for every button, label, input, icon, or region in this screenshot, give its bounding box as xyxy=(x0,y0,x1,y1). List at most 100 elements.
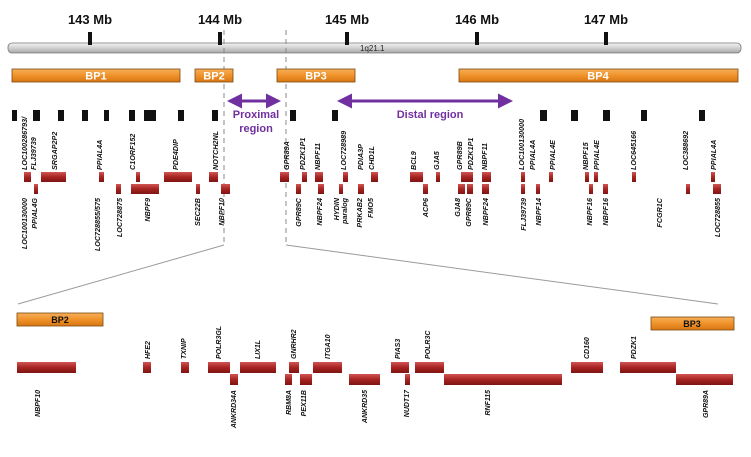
gene-block xyxy=(632,172,636,182)
gene-label: BCL9 xyxy=(409,151,418,170)
gene-block xyxy=(131,184,159,194)
scale-label-143: 143 Mb xyxy=(68,12,112,27)
gene-label: PPIAL4A xyxy=(95,140,104,170)
gene-label: LOC728875 xyxy=(115,197,124,237)
dup-block xyxy=(58,110,64,121)
zoom-gene-block xyxy=(405,374,410,385)
gene-label: GPR89B xyxy=(455,141,464,170)
proximal-region-label-line1: Proximal xyxy=(233,109,279,121)
gene-label: CHD1L xyxy=(367,146,376,170)
gene-block xyxy=(34,184,38,194)
duplication-blocks xyxy=(12,110,705,121)
bp2-label: BP2 xyxy=(203,71,224,83)
gene-block xyxy=(136,172,140,182)
bp4-box xyxy=(458,68,739,83)
gene-block xyxy=(521,172,525,182)
zoom-gene-block xyxy=(181,362,189,373)
gene-block xyxy=(116,184,121,194)
gene-label: FLJ39739 xyxy=(519,198,528,231)
gene-block xyxy=(585,172,589,182)
gene-block xyxy=(315,172,323,182)
gene-label: NBPF24 xyxy=(315,198,324,226)
scale-tick-147 xyxy=(604,32,608,45)
gene-label: NBPF11 xyxy=(313,143,322,170)
zoom-gene-label: GPR89A xyxy=(703,390,710,418)
scale-label-146: 146 Mb xyxy=(455,12,499,27)
zoom-gene-label: TXNIP xyxy=(181,338,188,359)
gene-block xyxy=(521,184,525,194)
dup-block xyxy=(82,110,88,121)
chromosome-bar-body xyxy=(7,42,742,54)
zoom-gene-block xyxy=(240,362,276,373)
scale-tick-143 xyxy=(88,32,92,45)
gene-block xyxy=(423,184,428,194)
gene-block xyxy=(410,172,423,182)
gene-label: FCGR1C xyxy=(655,197,664,227)
gene-label: NBPF9 xyxy=(143,198,152,222)
gene-label: HYDIN xyxy=(332,197,341,220)
zoom-gene-label: PEX11B xyxy=(301,390,308,416)
gene-block xyxy=(358,184,364,194)
zoom-gene-label: ANKRD34A xyxy=(231,390,238,429)
gene-label: GPR89C xyxy=(294,197,303,227)
gene-label: LOC100130000 xyxy=(517,119,526,170)
zoom-gene-block xyxy=(17,362,76,373)
bp4-label: BP4 xyxy=(587,71,609,83)
bp1-label: BP1 xyxy=(85,71,106,83)
gene-label: GJA5 xyxy=(432,150,441,170)
dup-block xyxy=(104,110,109,121)
zoom-gene-label: HFE2 xyxy=(145,341,152,359)
gene-label: SRGAP2P2 xyxy=(50,132,59,170)
zoom-bp3-box xyxy=(650,316,735,331)
gene-label: NBPF15 xyxy=(581,141,590,170)
dup-block xyxy=(212,110,218,121)
gene-label: PPIAL4A xyxy=(528,140,537,170)
zoom-gene-block xyxy=(391,362,409,373)
gene-block xyxy=(371,172,378,182)
zoom-gene-labels-below: NBPF10 ANKRD34A RBM8A PEX11B ANKRD35 NUD… xyxy=(35,389,710,429)
scale-label-144: 144 Mb xyxy=(198,12,242,27)
scale-tick-146 xyxy=(475,32,479,45)
zoom-gene-label: POLR3C xyxy=(425,330,432,359)
gene-label: NBPF11 xyxy=(480,143,489,170)
scale-ticks xyxy=(88,32,608,45)
zoom-gene-label: CD160 xyxy=(584,337,591,359)
gene-block xyxy=(711,172,715,182)
zoom-bp2-box xyxy=(16,312,104,327)
gene-block xyxy=(482,172,491,182)
zoom-gene-block xyxy=(444,374,562,385)
gene-block xyxy=(458,184,465,194)
gene-label: LOC728989 xyxy=(339,131,348,170)
gene-label: LOC100130000 xyxy=(20,198,29,249)
gene-label: GPR89C xyxy=(464,197,473,227)
zoom-connector-left xyxy=(17,244,225,305)
dup-block xyxy=(144,110,156,121)
gene-block xyxy=(164,172,192,182)
zoom-gene-block xyxy=(289,362,299,373)
gene-block xyxy=(24,172,31,182)
gene-block xyxy=(343,172,348,182)
zoom-gene-block xyxy=(676,374,733,385)
top-gene-labels-above: LOC100286793/ FLJ39739 SRGAP2P2 PPIAL4A … xyxy=(20,116,718,170)
zoom-gene-block xyxy=(415,362,444,373)
zoom-gene-label: RNF115 xyxy=(485,390,492,416)
breakpoints-zoom: BP2 BP3 xyxy=(16,312,735,331)
zoom-gene-label: RBM8A xyxy=(286,390,293,415)
distal-region-label: Distal region xyxy=(397,109,464,121)
zoom-gene-labels-above: HFE2 TXNIP POLR3GL LIX1L GNRHR2 ITGA10 P… xyxy=(145,326,638,359)
gene-label: LOC100286793/ xyxy=(20,116,29,170)
zoom-gene-row xyxy=(17,362,733,385)
gene-block xyxy=(99,172,104,182)
gene-label: GPR89A xyxy=(282,141,291,170)
gene-block xyxy=(41,172,66,182)
zoom-connector-right xyxy=(285,244,719,305)
top-gene-row xyxy=(24,172,721,194)
zoom-gene-block xyxy=(300,374,312,385)
dup-block xyxy=(603,110,610,121)
gene-label: NOTCH2NL xyxy=(211,131,220,170)
gene-label: LOC388692 xyxy=(681,131,690,170)
gene-block xyxy=(603,184,608,194)
gene-block xyxy=(339,184,343,194)
scale-label-145: 145 Mb xyxy=(325,12,369,27)
